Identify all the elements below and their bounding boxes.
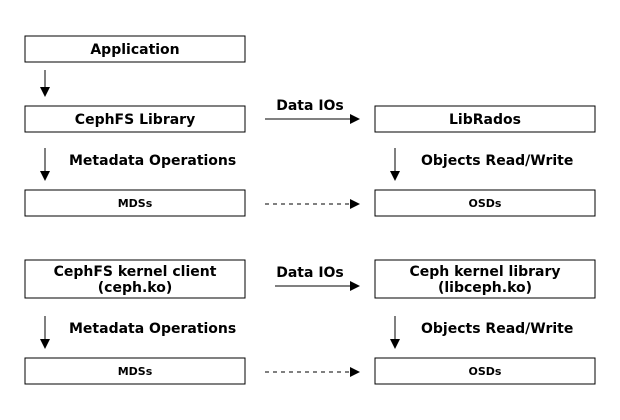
kernel-client-node: CephFS kernel client (ceph.ko) [24, 259, 246, 299]
application-node: Application [24, 35, 246, 63]
kernel-client-label-line2: (ceph.ko) [98, 280, 172, 296]
kernel-library-label-line2: (libceph.ko) [438, 280, 532, 296]
bottom-diagram: CephFS kernel client (ceph.ko) Data IOs … [24, 259, 596, 385]
top-objects-arrow: Objects Read/Write [390, 148, 573, 181]
top-data-ios-label: Data IOs [276, 98, 344, 114]
top-metadata-label: Metadata Operations [69, 153, 236, 169]
application-label: Application [90, 42, 179, 58]
librados-label: LibRados [449, 112, 521, 128]
application-to-library-arrow [40, 70, 50, 97]
bottom-mds-osd-dashed-arrow [265, 367, 360, 377]
cephfs-library-label: CephFS Library [75, 112, 195, 128]
bottom-osd-node: OSDs [374, 357, 596, 385]
kernel-library-label-line1: Ceph kernel library [409, 264, 560, 280]
top-osd-node: OSDs [374, 189, 596, 217]
top-diagram: Application CephFS Library Data IOs LibR… [24, 35, 596, 217]
librados-node: LibRados [374, 105, 596, 133]
top-osd-label: OSDs [469, 197, 502, 210]
bottom-objects-arrow: Objects Read/Write [390, 316, 573, 349]
top-metadata-arrow: Metadata Operations [40, 148, 236, 181]
top-data-ios-arrow: Data IOs [265, 98, 360, 124]
top-mds-node: MDSs [24, 189, 246, 217]
bottom-objects-label: Objects Read/Write [421, 321, 573, 337]
bottom-mds-node: MDSs [24, 357, 246, 385]
top-mds-osd-dashed-arrow [265, 199, 360, 209]
kernel-library-node: Ceph kernel library (libceph.ko) [374, 259, 596, 299]
bottom-metadata-arrow: Metadata Operations [40, 316, 236, 349]
bottom-mds-label: MDSs [118, 365, 153, 378]
bottom-data-ios-label: Data IOs [276, 265, 344, 281]
bottom-data-ios-arrow: Data IOs [275, 265, 360, 291]
cephfs-library-node: CephFS Library [24, 105, 246, 133]
top-mds-label: MDSs [118, 197, 153, 210]
bottom-metadata-label: Metadata Operations [69, 321, 236, 337]
bottom-osd-label: OSDs [469, 365, 502, 378]
kernel-client-label-line1: CephFS kernel client [54, 264, 217, 280]
top-objects-label: Objects Read/Write [421, 153, 573, 169]
